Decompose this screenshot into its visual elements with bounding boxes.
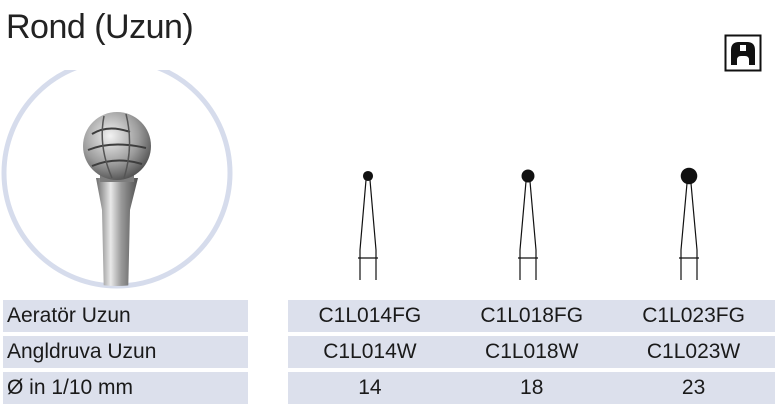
table-cell: 14 <box>288 372 452 404</box>
table-cell: C1L023W <box>612 336 775 368</box>
round-bur-photo <box>1 70 233 289</box>
bur-head-014 <box>362 170 374 182</box>
shank-outline-left <box>359 179 367 280</box>
table-cell: 18 <box>451 372 613 404</box>
row-label: Aeratör Uzun <box>3 300 249 332</box>
table-cell: C1L014FG <box>288 300 452 332</box>
row-label: Ø in 1/10 mm <box>3 372 249 404</box>
table-cell: C1L018FG <box>451 300 613 332</box>
page-title: Rond (Uzun) <box>6 8 194 46</box>
bur-profile-drawings <box>358 167 699 280</box>
row-label: Angldruva Uzun <box>3 336 249 368</box>
bur-head-018 <box>521 169 535 183</box>
row-gap <box>248 372 288 404</box>
row-gap <box>248 336 288 368</box>
row-gap <box>248 300 288 332</box>
table-cell: C1L014W <box>288 336 452 368</box>
shank-outline-left <box>680 183 688 280</box>
bur-head-023 <box>680 167 698 185</box>
shank-outline-right <box>369 179 377 280</box>
table-cell: C1L023FG <box>612 300 775 332</box>
handpiece-grip-icon <box>724 34 762 72</box>
shank-outline-left <box>519 181 527 280</box>
shank-outline-right <box>690 183 698 280</box>
shank-outline-right <box>529 181 537 280</box>
table-cell: 23 <box>612 372 775 404</box>
table-cell: C1L018W <box>451 336 613 368</box>
